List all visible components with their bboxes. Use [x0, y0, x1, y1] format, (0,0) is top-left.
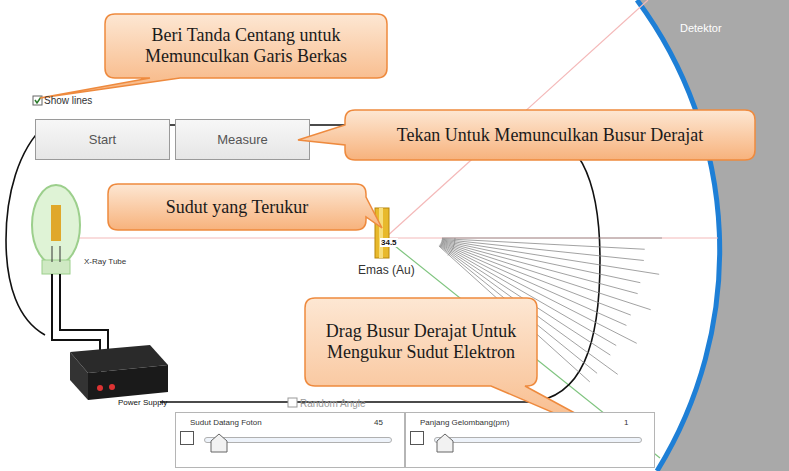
callout-box: Sudut yang Terukur [108, 184, 366, 230]
label-text: Random Angle [300, 398, 366, 409]
detector-arc [637, 0, 720, 471]
node-text: Measure [217, 132, 268, 147]
callout-outline [108, 184, 382, 230]
protractor-line [442, 240, 659, 274]
power-supply-front [88, 365, 168, 400]
callout-box: Drag Busur Derajat Untuk Mengukur Sudut … [305, 298, 537, 386]
gold-foil-shine [379, 208, 383, 258]
slider-panel: Sudut Datang Foton 45 [175, 412, 405, 468]
checkbox [180, 431, 194, 445]
label-text: Show lines [44, 95, 92, 106]
slider-thumb [436, 433, 454, 453]
detector-region [637, 0, 789, 471]
chamber-outline [6, 125, 600, 402]
checkbox [288, 398, 297, 407]
button-box: Start [35, 119, 170, 160]
callout-outline [298, 110, 755, 160]
slider-thumb-shape [210, 433, 228, 453]
slider-track [434, 437, 642, 443]
slider-track [204, 437, 392, 443]
callout-outline [40, 14, 387, 98]
label-text: 34.5 [380, 238, 398, 247]
xray-tube-base [42, 260, 70, 274]
slider-thumb-shape [436, 433, 454, 453]
protractor-arc [448, 238, 455, 255]
slider-thumb-outline [437, 434, 453, 452]
power-supply-side [70, 352, 88, 400]
gold-foil [375, 208, 389, 258]
terminal [109, 384, 115, 390]
node-text: Drag Busur Derajat Untuk Mengukur Sudut … [319, 321, 523, 362]
node-text: Sudut yang Terukur [166, 197, 308, 218]
button-box: Measure [175, 119, 310, 160]
node-text: Tekan Untuk Memunculkan Busur Derajat [397, 125, 704, 146]
slider-panel: Panjang Gelombang(pm) 1 [405, 412, 655, 468]
protractor-line [442, 239, 645, 250]
node-text: Sudut Datang Foton [190, 418, 262, 427]
electrode [60, 246, 61, 262]
electrode [52, 246, 53, 262]
value-text: 1 [624, 418, 628, 427]
label-text: Power Supply [118, 398, 167, 407]
callout-box: Beri Tanda Centang untuk Memunculkan Gar… [105, 14, 387, 78]
node-text: Beri Tanda Centang untuk Memunculkan Gar… [119, 25, 373, 66]
value-text: 45 [374, 418, 383, 427]
label-text: X-Ray Tube [84, 257, 126, 266]
protractor-line [442, 238, 662, 239]
terminal [97, 385, 103, 391]
node-text: Panjang Gelombang(pm) [420, 418, 509, 427]
protractor-line [442, 239, 644, 260]
slider-thumb [210, 433, 228, 453]
label-text: Emas (Au) [358, 263, 415, 277]
callout-box: Tekan Untuk Memunculkan Busur Derajat [345, 110, 755, 160]
xray-tube-glass [32, 185, 80, 265]
node-text: Start [89, 132, 116, 147]
label-text: Detektor [680, 22, 722, 34]
checkbox [410, 431, 424, 445]
slider-thumb-outline [211, 434, 227, 452]
xray-anode [51, 205, 61, 241]
